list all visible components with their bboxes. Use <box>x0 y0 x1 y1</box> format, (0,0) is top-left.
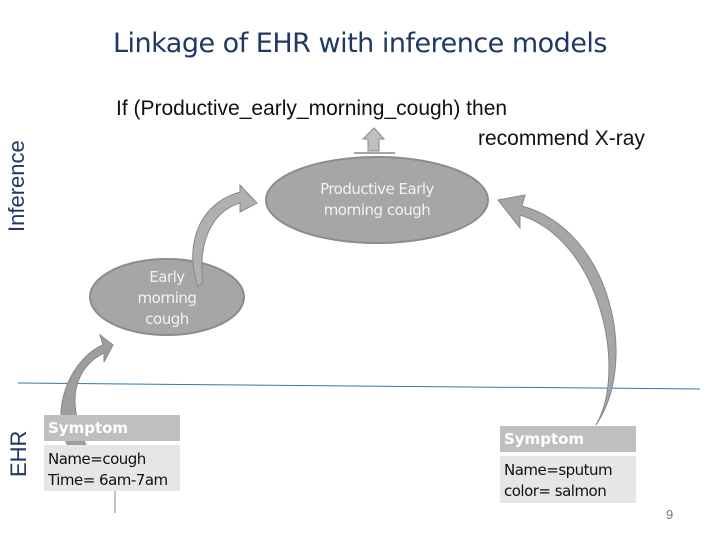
page-number: 9 <box>666 507 674 522</box>
record-body: Name=cough Time= 6am-7am <box>44 445 180 491</box>
ehr-record-sputum: Symptom Name=sputum color= salmon <box>500 426 636 503</box>
divider-line <box>17 382 701 390</box>
slide-title: Linkage of EHR with inference models <box>112 28 608 59</box>
node-text-line: Productive Early <box>320 180 434 198</box>
rule-text-line2: recommend X-ray <box>478 127 645 150</box>
rule-text-line1: If (Productive_early_morning_cough) then <box>116 97 508 120</box>
record-line: Time= 6am-7am <box>48 471 168 489</box>
record-line: Name=cough <box>48 450 146 468</box>
ehr-record-cough: Symptom Name=cough Time= 6am-7am <box>44 415 180 491</box>
node-text-line: Early <box>149 268 185 286</box>
record-header: Symptom <box>44 415 180 441</box>
node-productive-label: Productive Early morning cough <box>266 179 488 221</box>
curved-arrow-sputum-to-productive <box>497 194 617 426</box>
node-productive-ellipse <box>265 156 489 244</box>
up-arrow-icon <box>361 127 386 152</box>
node-text-line: morning <box>137 289 197 307</box>
node-early-ellipse <box>89 258 245 336</box>
node-text-line: morning cough <box>323 201 431 219</box>
node-early-label: Early morning cough <box>90 267 244 330</box>
curved-arrow-early-to-productive <box>192 183 258 288</box>
node-text-line: cough <box>145 310 189 328</box>
record-line: Name=sputum <box>504 461 613 479</box>
record-body: Name=sputum color= salmon <box>500 456 636 503</box>
record-line: color= salmon <box>504 482 607 500</box>
record-header: Symptom <box>500 426 636 452</box>
